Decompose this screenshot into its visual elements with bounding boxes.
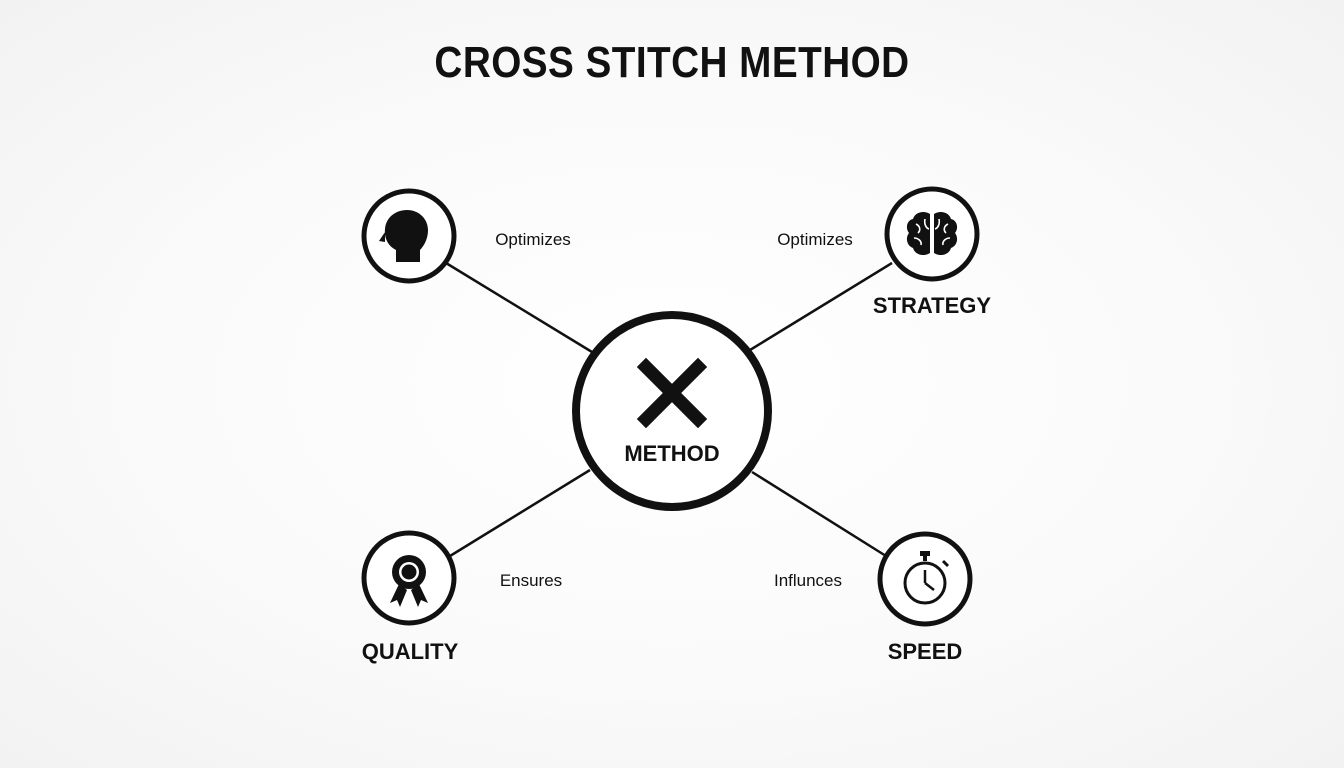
node-label-strategy: STRATEGY <box>873 293 991 318</box>
edge-line-speed <box>751 470 887 558</box>
edge-label-speed: Influnces <box>774 571 842 590</box>
center-node-label: METHOD <box>624 441 719 466</box>
node-speed: SPEED <box>877 531 973 664</box>
node-label-quality: QUALITY <box>362 639 459 664</box>
node-strategy: STRATEGY <box>873 186 991 318</box>
edge-label-strategy: Optimizes <box>777 230 853 249</box>
edge-line-strategy <box>749 261 893 352</box>
node-quality: QUALITY <box>361 530 459 664</box>
edge-label-quality: Ensures <box>500 571 562 590</box>
edge-line-quality <box>449 468 591 558</box>
edge-label-head: Optimizes <box>495 230 571 249</box>
diagram-title: CROSS STITCH METHOD <box>434 38 910 87</box>
node-head <box>361 188 457 284</box>
edge-line-head <box>445 261 593 354</box>
center-node: METHOD <box>572 311 772 511</box>
head-profile-icon <box>379 210 428 262</box>
node-label-speed: SPEED <box>888 639 963 664</box>
stopwatch-icon <box>903 551 950 605</box>
award-ribbon-icon <box>390 555 428 607</box>
cross-x-icon <box>636 357 708 429</box>
brain-icon <box>906 211 958 256</box>
